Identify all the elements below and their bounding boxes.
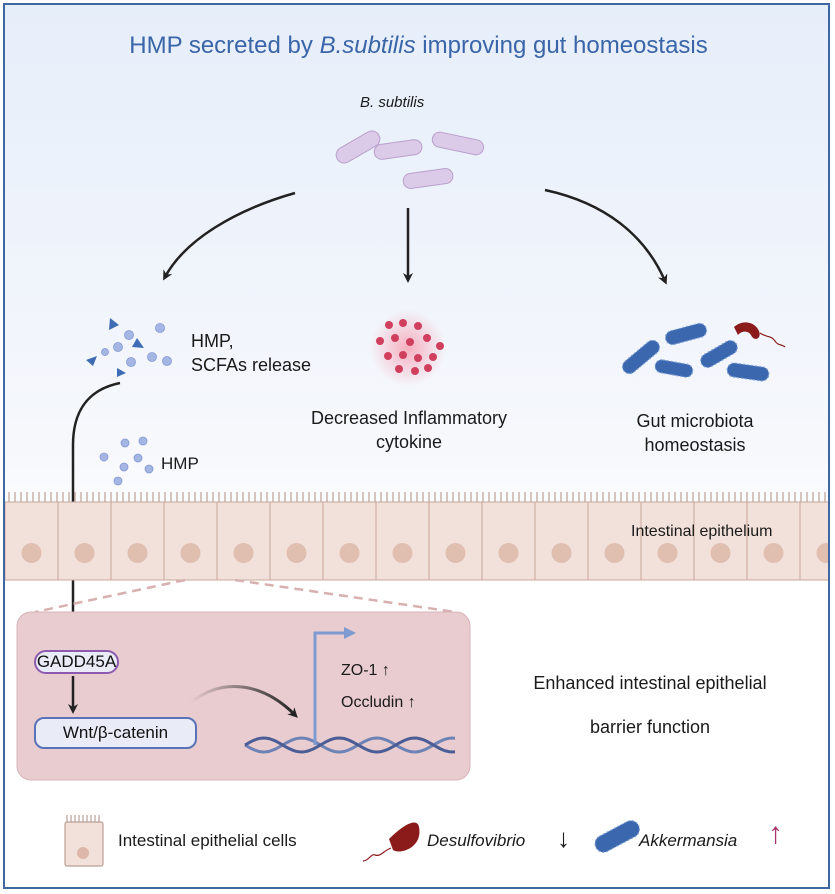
cell-nucleus [74,543,95,563]
occludin-up-arrow: ↑ [407,694,416,711]
epithelial-cell [375,501,430,581]
diagram-frame: HMP secreted by B.subtilis improving gut… [3,3,830,889]
epithelial-cell [163,501,218,581]
legend-desulfovibrio-label: Desulfovibrio [427,831,526,850]
wnt-beta-catenin-node: Wnt/β-catenin [34,717,197,749]
epithelial-cell [110,501,165,581]
epithelial-cell-legend-icon [64,815,104,867]
cell-nucleus [604,543,625,563]
cell-nucleus [21,543,42,563]
cell-nucleus [710,543,731,563]
epithelial-cell [322,501,377,581]
legend-akkermansia-label: Akkermansia [639,831,738,850]
epithelial-cell [799,501,828,581]
outcome-label: Enhanced intestinal epithelial barrier f… [533,673,767,737]
cell-nucleus [127,543,148,563]
inflammation-label: Decreased Inflammatory cytokine [310,408,508,452]
cell-nucleus [763,543,784,563]
epithelial-cell [57,501,112,581]
epithelial-cell [216,501,271,581]
epithelial-cell [693,501,748,581]
epithelial-cell [587,501,642,581]
cytokine-cluster-icon [370,310,446,386]
epithelial-cell [269,501,324,581]
gadd45a-node: GADD45A [34,650,119,674]
cell-nucleus [286,543,307,563]
bsubtilis-cluster-icon [335,130,484,189]
epithelial-cell [481,501,536,581]
zo1-up-arrow: ↑ [381,662,390,679]
epithelial-cell [746,501,801,581]
cell-nucleus [551,543,572,563]
hmp-to-gadd45a-arrow [68,381,121,635]
akkermansia-trend-icon: ↑ [768,817,783,850]
hmp-scfa-label: HMP, SCFAs release [191,331,312,375]
epithelium-label: Intestinal epithelium [631,523,773,540]
epithelial-cell [534,501,589,581]
hmp-small-particles-icon [99,436,154,486]
zoom-lines [34,578,456,614]
cell-nucleus [233,543,254,563]
cell-nucleus [445,543,466,563]
epithelial-cell [640,501,695,581]
desulfovibrio-legend-icon [362,822,420,862]
hmp-particles-icon [86,318,172,377]
cell-nucleus [392,543,413,563]
desulfovibrio-trend-icon: ↓ [557,823,570,853]
legend-cells-label: Intestinal epithelial cells [118,831,297,850]
microbiota-cluster-icon [621,322,786,382]
bsubtilis-label: B. subtilis [360,94,425,111]
epithelial-cell [5,501,59,581]
cell-nucleus [180,543,201,563]
dna-helix-icon [244,736,456,754]
hmp-label: HMP [161,454,199,473]
wnt-to-dna-arrow [189,684,298,718]
cell-nucleus [816,543,828,563]
epithelial-cell [428,501,483,581]
akkermansia-legend-icon [594,820,641,853]
figure-title: HMP secreted by B.subtilis improving gut… [129,32,708,59]
cell-nucleus [339,543,360,563]
occludin-label: Occludin ↑ [341,694,416,711]
microbiota-label: Gut microbiota homeostasis [636,411,754,455]
transcription-arrow [313,627,356,745]
zo1-label: ZO-1 ↑ [341,662,390,679]
epithelium-layer [5,492,828,581]
cell-nucleus [657,543,678,563]
branch-arrows [163,188,668,285]
cell-nucleus [498,543,519,563]
